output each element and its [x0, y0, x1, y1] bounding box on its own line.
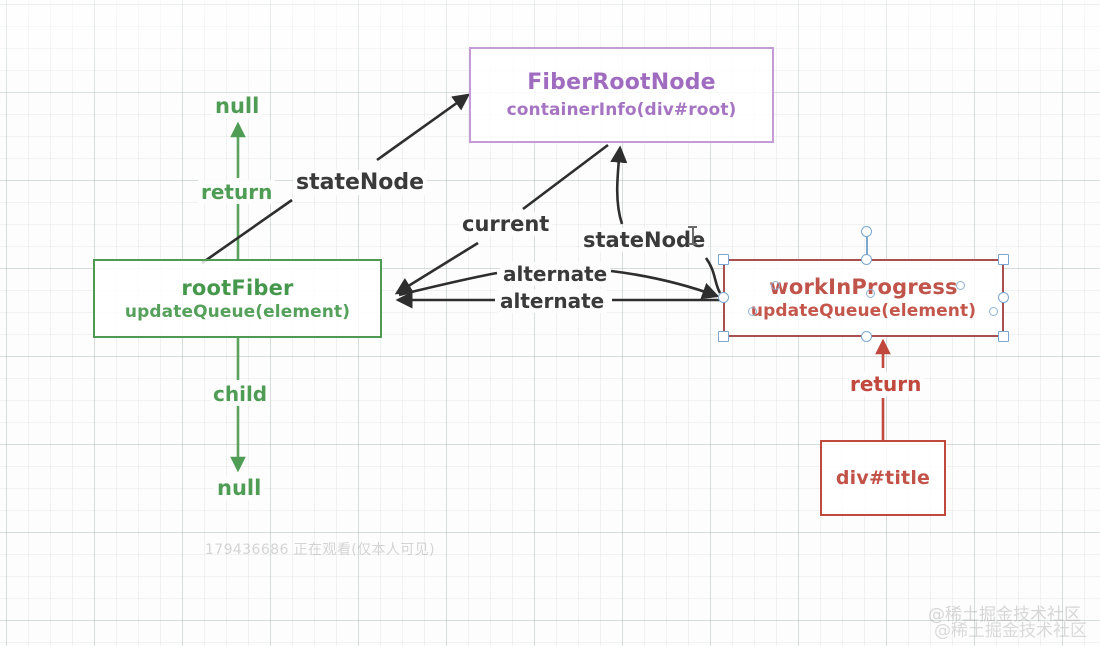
edge-label-current[interactable]: current — [459, 212, 553, 236]
edge-label-alternate-top[interactable]: alternate — [500, 262, 611, 286]
resize-handle-top-center[interactable] — [861, 254, 872, 265]
edge-statenode-left — [201, 93, 471, 265]
node-title: workInProgress — [769, 275, 958, 299]
node-title: div#title — [835, 467, 931, 489]
edge-label-null-bottom[interactable]: null — [214, 476, 265, 500]
node-subtitle: containerInfo(div#root) — [506, 100, 737, 120]
edge-label-child[interactable]: child — [210, 382, 271, 406]
resize-handle-middle-left[interactable] — [718, 292, 729, 303]
text-anchor-handle-left-lower[interactable] — [748, 307, 757, 316]
rotation-handle[interactable] — [861, 226, 872, 237]
edge-label-alternate-bottom[interactable]: alternate — [497, 289, 608, 313]
node-title: rootFiber — [181, 275, 294, 300]
resize-handle-middle-right[interactable] — [998, 292, 1009, 303]
text-cursor-icon — [688, 226, 697, 245]
resize-handle-top-right[interactable] — [998, 254, 1009, 265]
node-root-fiber[interactable]: rootFiber updateQueue(element) — [93, 259, 382, 338]
resize-handle-bottom-center[interactable] — [861, 331, 872, 342]
node-subtitle: updateQueue(element) — [750, 301, 977, 321]
text-anchor-handle-left-upper[interactable] — [771, 281, 780, 290]
node-subtitle: updateQueue(element) — [124, 301, 351, 322]
edge-label-return-red[interactable]: return — [847, 372, 925, 396]
resize-handle-top-left[interactable] — [718, 254, 729, 265]
edge-label-return-up[interactable]: return — [198, 180, 276, 204]
node-fiber-root-node[interactable]: FiberRootNode containerInfo(div#root) — [469, 47, 774, 143]
rotation-handle-stem — [866, 236, 868, 260]
text-anchor-handle-center[interactable] — [866, 289, 875, 298]
node-work-in-progress[interactable]: workInProgress updateQueue(element) — [723, 259, 1004, 337]
resize-handle-bottom-right[interactable] — [998, 331, 1009, 342]
text-anchor-handle-right-lower[interactable] — [989, 307, 998, 316]
resize-handle-bottom-left[interactable] — [718, 331, 729, 342]
edge-statenode-right — [610, 145, 722, 294]
edge-label-statenode-right[interactable]: stateNode — [580, 228, 709, 252]
edge-label-statenode-left[interactable]: stateNode — [293, 170, 428, 195]
node-title: FiberRootNode — [527, 70, 716, 95]
text-anchor-handle-right-upper[interactable] — [956, 281, 965, 290]
edge-current — [394, 143, 609, 295]
node-div-title[interactable]: div#title — [820, 440, 946, 516]
edge-label-null-top[interactable]: null — [212, 94, 263, 118]
